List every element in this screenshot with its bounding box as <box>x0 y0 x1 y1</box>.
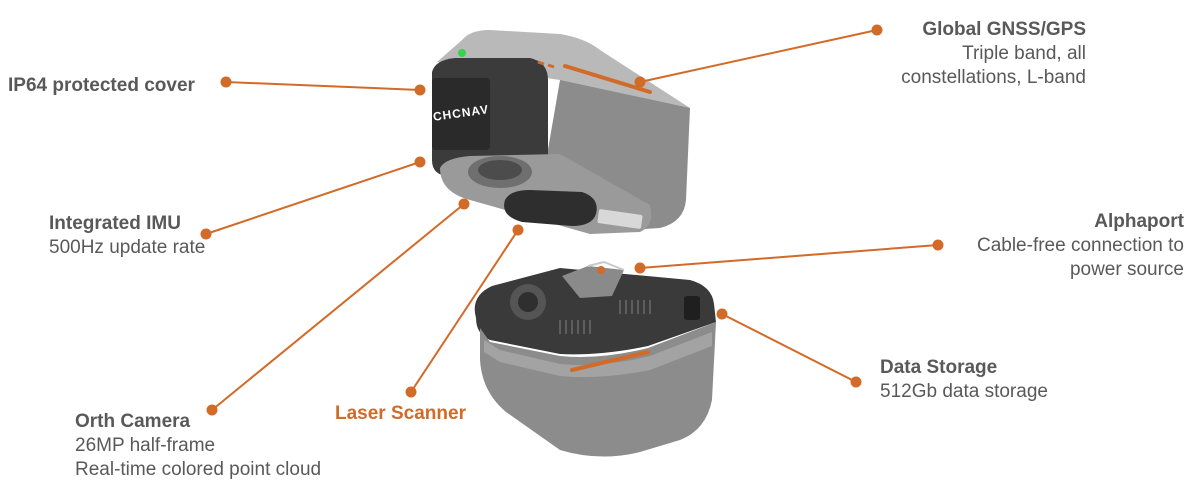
logo-panel <box>432 78 490 150</box>
leader-alphaport <box>639 244 939 269</box>
leader-laser <box>410 229 519 393</box>
callout-imu: Integrated IMU 500Hz update rate <box>49 212 205 260</box>
leader-ip64 <box>225 81 421 91</box>
alphaport-connector <box>562 266 624 298</box>
callout-gnss: Global GNSS/GPS Triple band, all constel… <box>901 18 1086 90</box>
data-storage-port <box>684 296 700 320</box>
status-led-icon <box>458 49 466 57</box>
callout-title: IP64 protected cover <box>8 75 195 96</box>
callout-title: Data Storage <box>880 357 998 378</box>
callout-line: Cable-free connection to <box>976 235 1184 256</box>
callout-title: Orth Camera <box>75 411 191 432</box>
leader-gnss <box>639 29 878 83</box>
callout-title: Integrated IMU <box>49 213 181 234</box>
laser-window <box>504 190 597 226</box>
callout-line: 26MP half-frame <box>75 435 216 456</box>
leader-imu <box>205 161 421 235</box>
callout-line: power source <box>1069 259 1184 280</box>
callout-title: Global GNSS/GPS <box>922 19 1086 40</box>
callout-storage: Data Storage 512Gb data storage <box>880 356 1048 404</box>
callout-line: Real-time colored point cloud <box>75 459 322 480</box>
callout-title: Alphaport <box>1094 211 1184 232</box>
leader-storage <box>721 313 857 383</box>
battery-base-unit <box>474 260 716 457</box>
callout-leaders <box>200 24 944 416</box>
scanner-head-unit <box>432 30 690 234</box>
callout-line: Triple band, all <box>962 43 1086 64</box>
callout-line: constellations, L-band <box>901 67 1086 88</box>
leader-camera <box>211 203 465 411</box>
callout-line: 512Gb data storage <box>880 381 1048 402</box>
callout-laser: Laser Scanner <box>335 402 466 426</box>
callout-ip64: IP64 protected cover <box>8 74 195 98</box>
callout-title: Laser Scanner <box>335 403 466 424</box>
callout-line: 500Hz update rate <box>49 237 206 258</box>
callout-alphaport: Alphaport Cable-free connection to power… <box>977 210 1184 282</box>
callout-camera: Orth Camera 26MP half-frame Real-time co… <box>75 410 321 482</box>
